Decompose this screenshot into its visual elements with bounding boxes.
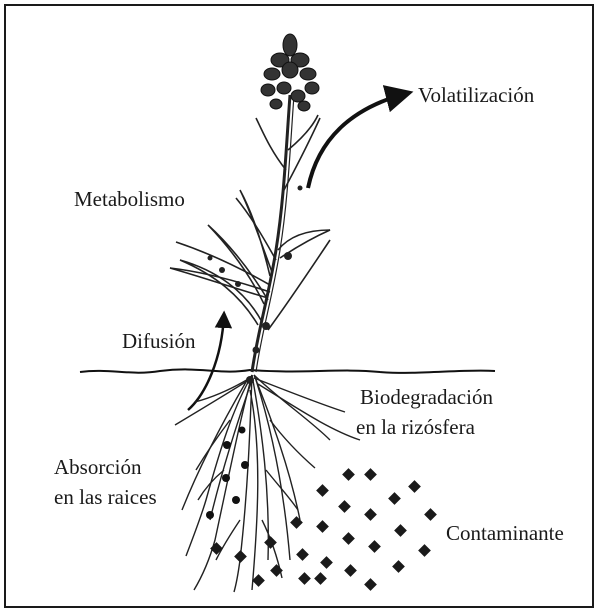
label-absorcion-line2: en las raices [54, 484, 157, 510]
plant-roots [175, 375, 360, 592]
plant-leaves [170, 115, 330, 330]
root-contaminant-dots [206, 427, 249, 520]
label-biodegradacion-line1: Biodegradación [360, 384, 493, 410]
label-metabolismo: Metabolismo [74, 186, 185, 212]
label-absorcion-line1: Absorción [54, 454, 142, 480]
volatilization-arrow [308, 93, 408, 188]
label-volatilizacion: Volatilización [418, 82, 534, 108]
label-biodegradacion-line2: en la rizósfera [356, 414, 475, 440]
label-difusion: Difusión [122, 328, 196, 354]
label-contaminante: Contaminante [446, 520, 564, 546]
soil-contaminant-squares [210, 468, 437, 591]
ground-line [80, 369, 495, 372]
